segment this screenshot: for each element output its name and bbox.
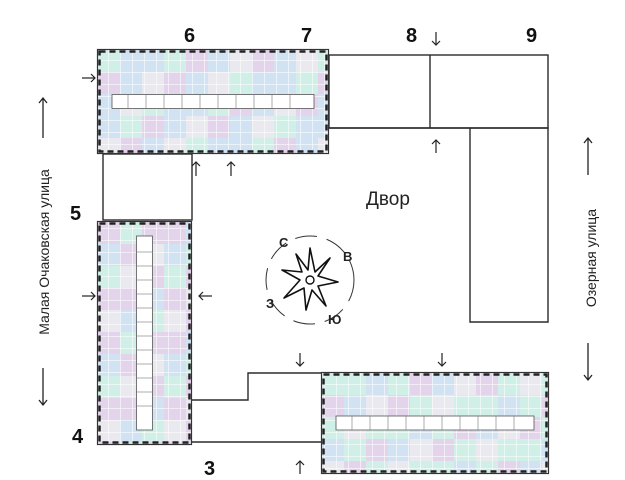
building-block-section-4-5	[96, 220, 193, 446]
section-number-5: 5	[70, 203, 82, 225]
entrance-arrow-icon	[295, 460, 305, 474]
street-label-left: Малая Очаковская улица	[36, 169, 52, 335]
section-number-4: 4	[72, 426, 84, 448]
connector-lines	[102, 153, 322, 443]
entrance-arrow-icon	[191, 161, 201, 176]
entrance-arrow-icon	[431, 139, 441, 153]
building-block-sections-6-7	[96, 48, 330, 155]
section-number-6: 6	[184, 25, 196, 47]
entrance-arrow-icon	[437, 353, 447, 367]
compass-north-label: С	[279, 235, 289, 250]
arrow-down-icon	[38, 368, 48, 407]
street-label-right: Озерная улица	[583, 208, 599, 308]
section-9-outline	[469, 127, 549, 323]
entrance-arrow-icon	[82, 291, 96, 301]
entrance-arrow-icon	[82, 73, 96, 83]
section-3-outline-top	[191, 372, 322, 401]
building-block-section-3	[320, 371, 550, 475]
entrance-arrows	[82, 32, 447, 474]
arrow-up-icon	[583, 136, 593, 175]
street-arrows	[38, 96, 593, 407]
compass-east-label: В	[343, 249, 353, 264]
entrance-arrow-icon	[431, 32, 441, 46]
sections-8-9-outline	[328, 54, 549, 323]
entrance-arrow-icon	[198, 291, 212, 301]
compass-rose-icon	[265, 235, 355, 325]
section-number-7: 7	[301, 25, 313, 47]
compass-south-label: Ю	[328, 312, 342, 327]
section-number-8: 8	[406, 25, 418, 47]
entrance-arrow-icon	[226, 161, 236, 176]
courtyard-label: Двор	[366, 189, 410, 210]
entrance-arrow-icon	[295, 353, 305, 367]
section-8-outline	[328, 54, 549, 129]
compass-west-label: З	[266, 296, 275, 311]
arrow-up-icon	[38, 96, 48, 138]
section-number-9: 9	[526, 25, 538, 47]
arrow-down-icon	[583, 343, 593, 382]
section-5-outline	[102, 153, 193, 221]
section-number-3: 3	[204, 458, 216, 480]
